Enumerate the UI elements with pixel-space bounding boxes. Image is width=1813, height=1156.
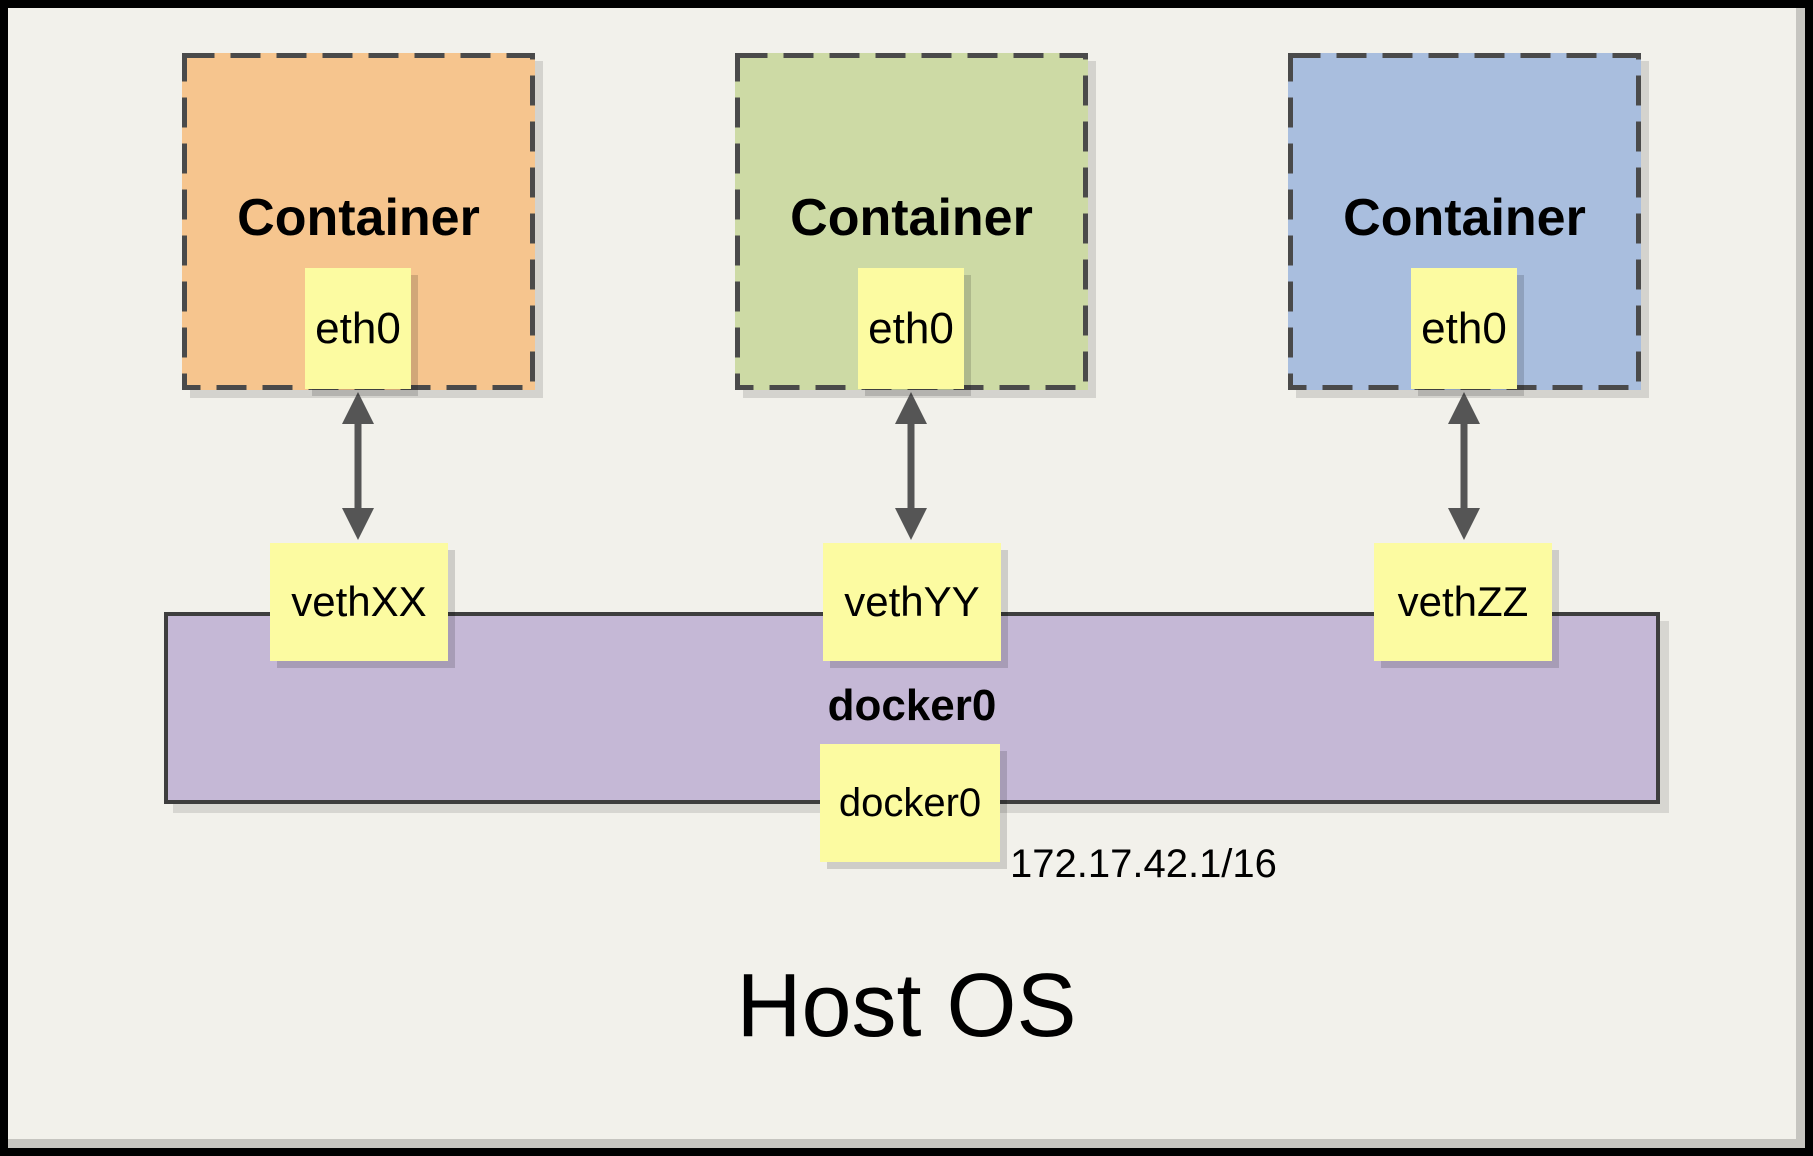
container-box-2: Container eth0 bbox=[735, 53, 1088, 390]
eth0-interface-box: eth0 bbox=[1411, 268, 1517, 389]
container-label: Container bbox=[1343, 189, 1586, 247]
docker0-interface-box: docker0 bbox=[820, 744, 1000, 862]
container-label: Container bbox=[790, 189, 1033, 247]
eth0-interface-box: eth0 bbox=[858, 268, 964, 389]
eth0-label: eth0 bbox=[868, 303, 954, 353]
vethxx-label: vethXX bbox=[291, 578, 427, 625]
container-box-3: Container eth0 bbox=[1288, 53, 1641, 390]
bidirectional-arrow-icon bbox=[1448, 392, 1480, 540]
container-box-1: Container eth0 bbox=[182, 53, 535, 390]
diagram-canvas: Container eth0 Container eth0 Container … bbox=[8, 8, 1805, 1148]
container-label: Container bbox=[237, 189, 480, 247]
eth0-label: eth0 bbox=[1421, 303, 1507, 353]
vethyy-label: vethYY bbox=[844, 578, 980, 625]
vethzz-label: vethZZ bbox=[1397, 578, 1529, 625]
vethxx-interface-box: vethXX bbox=[270, 543, 448, 661]
eth0-interface-box: eth0 bbox=[305, 268, 411, 389]
vethyy-interface-box: vethYY bbox=[823, 543, 1001, 661]
vethzz-interface-box: vethZZ bbox=[1374, 543, 1552, 661]
docker0-bridge-label: docker0 bbox=[827, 681, 997, 730]
bidirectional-arrow-icon bbox=[342, 392, 374, 540]
bridge-ip-label: 172.17.42.1/16 bbox=[1010, 842, 1277, 886]
docker0-interface-label: docker0 bbox=[838, 780, 982, 825]
eth0-label: eth0 bbox=[315, 303, 401, 353]
bidirectional-arrow-icon bbox=[895, 392, 927, 540]
host-os-title: Host OS bbox=[736, 956, 1077, 1056]
